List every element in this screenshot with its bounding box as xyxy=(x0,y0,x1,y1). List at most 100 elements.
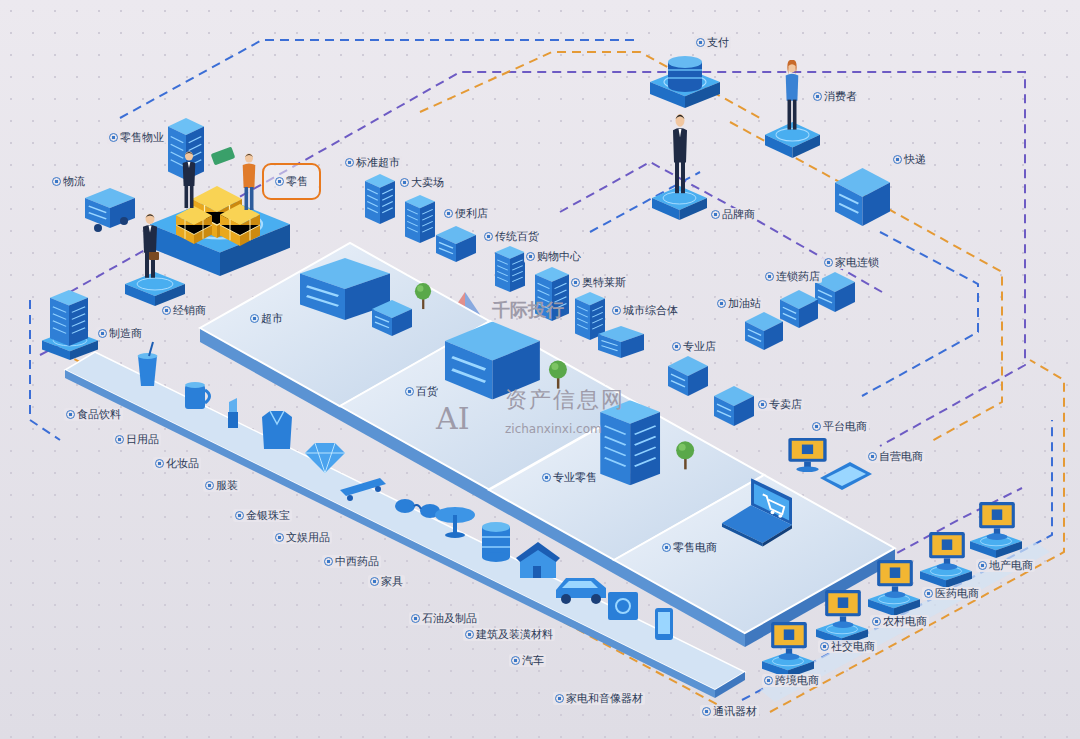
label-bullet xyxy=(115,435,124,444)
label-bullet xyxy=(345,158,354,167)
label-text: 通讯器材 xyxy=(713,705,757,718)
label-text: 日用品 xyxy=(126,433,159,446)
tile-label: 零售电商 xyxy=(662,541,717,554)
highlight-box: 零售 xyxy=(262,163,321,200)
label-text: 金银珠宝 xyxy=(246,509,290,522)
tile-text: 百货 xyxy=(416,385,438,398)
item-label: 物流 xyxy=(50,175,87,188)
label-bullet xyxy=(484,232,493,241)
label-bullet xyxy=(405,387,414,396)
label-text: 汽车 xyxy=(522,654,544,667)
label-text: 加油站 xyxy=(728,297,761,310)
label-text: 地产电商 xyxy=(989,559,1033,572)
label-text: 平台电商 xyxy=(823,420,867,433)
label-text: 快递 xyxy=(904,153,926,166)
item-label: 地产电商 xyxy=(976,559,1035,572)
item-label: 医药电商 xyxy=(922,587,981,600)
tree-icon xyxy=(549,361,567,389)
item-label: 连锁药店 xyxy=(763,270,822,283)
label-bullet xyxy=(250,314,259,323)
tile-text: 超市 xyxy=(261,312,283,325)
item-label: 石油及制品 xyxy=(409,612,479,625)
label-bullet xyxy=(978,561,987,570)
label-bullet xyxy=(98,329,107,338)
item-label: 专业店 xyxy=(670,340,718,353)
label-text: 文娱用品 xyxy=(286,531,330,544)
item-label: 城市综合体 xyxy=(610,304,680,317)
label-text: 食品饮料 xyxy=(77,408,121,421)
item-label: 日用品 xyxy=(113,433,161,446)
tile-surface xyxy=(614,475,895,633)
label-bullet xyxy=(696,38,705,47)
label-bullet xyxy=(511,656,520,665)
label-bullet xyxy=(66,410,75,419)
demand-side-figures xyxy=(650,56,890,490)
item-label: 标准超市 xyxy=(343,156,402,169)
tower-icon xyxy=(600,400,660,485)
label-text: 奥特莱斯 xyxy=(582,276,626,289)
tile-label: 百货 xyxy=(405,385,438,398)
label-bullet xyxy=(924,589,933,598)
label-text: 物流 xyxy=(63,175,85,188)
label-text: 城市综合体 xyxy=(623,304,678,317)
tile-text: 零售电商 xyxy=(673,541,717,554)
watermark: AI xyxy=(436,402,470,435)
label-text: 建筑及装潢材料 xyxy=(476,628,553,641)
label-text: 经销商 xyxy=(173,304,206,317)
label-text: 购物中心 xyxy=(537,250,581,263)
label-bullet xyxy=(824,258,833,267)
item-label: 食品饮料 xyxy=(64,408,123,421)
tree-icon xyxy=(676,441,694,469)
label-text: 跨境电商 xyxy=(775,674,819,687)
label-text: 家电和音像器材 xyxy=(566,692,643,705)
item-label: 建筑及装潢材料 xyxy=(463,628,555,641)
label-bullet xyxy=(444,209,453,218)
label-bullet xyxy=(205,481,214,490)
label-bullet xyxy=(52,177,61,186)
item-label: 社交电商 xyxy=(818,640,877,653)
item-label: 便利店 xyxy=(442,207,490,220)
label-text: 化妆品 xyxy=(166,457,199,470)
label-bullet xyxy=(813,92,822,101)
tile-text: 专业零售 xyxy=(553,471,597,484)
item-label: 奥特莱斯 xyxy=(569,276,628,289)
item-label: 专卖店 xyxy=(756,398,804,411)
label-bullet xyxy=(275,177,284,186)
cube-icon xyxy=(372,300,412,336)
label-bullet xyxy=(324,557,333,566)
label-text: 零售物业 xyxy=(120,131,164,144)
label-text: 服装 xyxy=(216,479,238,492)
label-bullet xyxy=(555,694,564,703)
label-bullet xyxy=(765,272,774,281)
label-text: 石油及制品 xyxy=(422,612,477,625)
item-label: 制造商 xyxy=(96,327,144,340)
label-bullet xyxy=(672,342,681,351)
label-bullet xyxy=(717,299,726,308)
label-bullet xyxy=(868,452,877,461)
laptop-icon xyxy=(722,478,792,546)
box-text: 零售 xyxy=(286,175,308,188)
label-bullet xyxy=(526,252,535,261)
item-label: 购物中心 xyxy=(524,250,583,263)
label-bullet xyxy=(275,533,284,542)
label-bullet xyxy=(872,617,881,626)
platform-tile: 零售电商 xyxy=(614,475,895,633)
box-label: 零售 xyxy=(275,175,308,188)
label-text: 专卖店 xyxy=(769,398,802,411)
label-bullet xyxy=(820,642,829,651)
label-bullet xyxy=(702,707,711,716)
item-label: 消费者 xyxy=(811,90,859,103)
label-bullet xyxy=(542,473,551,482)
tile-label: 超市 xyxy=(250,312,283,325)
label-bullet xyxy=(758,400,767,409)
label-text: 品牌商 xyxy=(722,208,755,221)
tree-icon xyxy=(415,283,431,309)
item-label: 文娱用品 xyxy=(273,531,332,544)
label-text: 传统百货 xyxy=(495,230,539,243)
label-bullet xyxy=(893,155,902,164)
item-label: 化妆品 xyxy=(153,457,201,470)
label-text: 支付 xyxy=(707,36,729,49)
item-label: 大卖场 xyxy=(398,176,446,189)
label-bullet xyxy=(235,511,244,520)
watermark: zichanxinxi.com xyxy=(505,423,602,436)
